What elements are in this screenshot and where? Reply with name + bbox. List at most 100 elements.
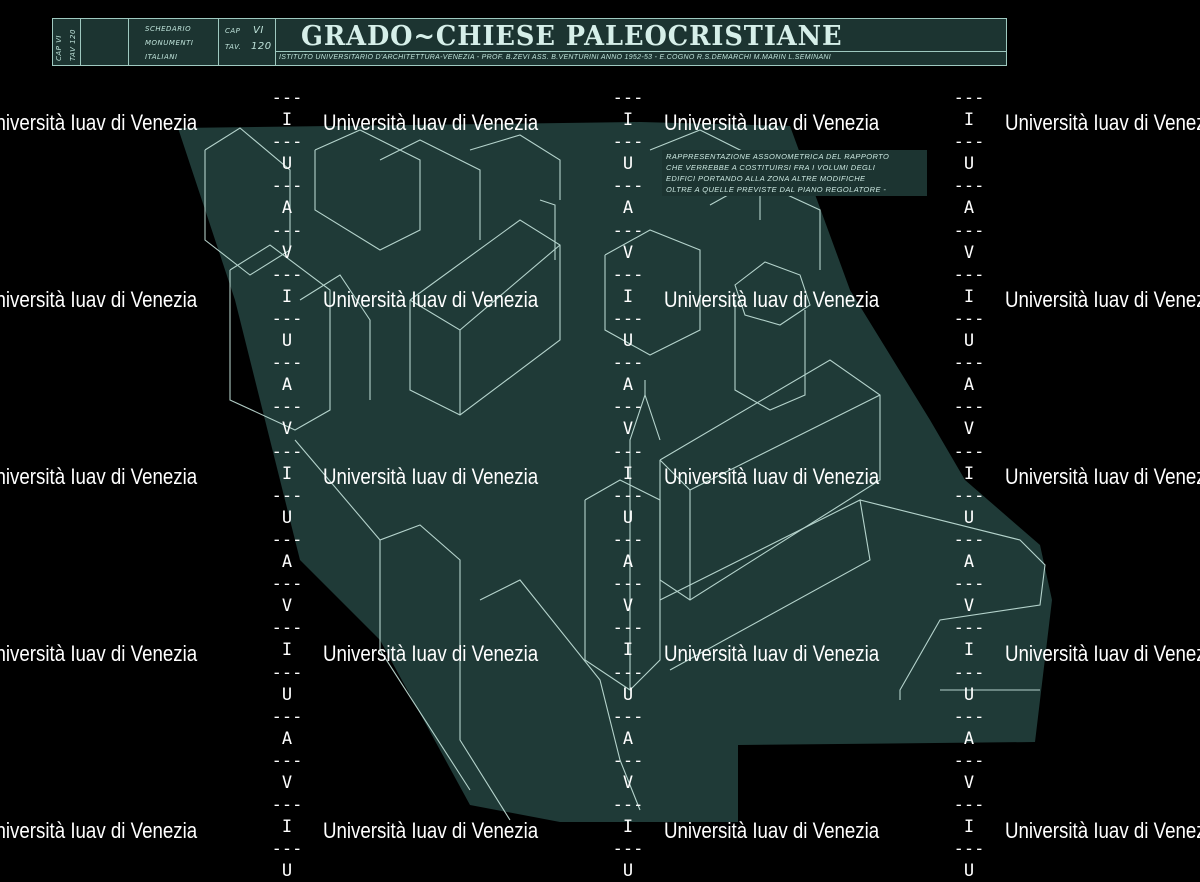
watermark-letter: ---	[612, 795, 644, 816]
note-line: RAPPRESENTAZIONE ASSONOMETRICA DEL RAPPO…	[666, 152, 890, 161]
watermark-text: Università Iuav di Venezia	[323, 464, 539, 489]
watermark-letter: ---	[612, 132, 644, 153]
watermark-letter: A	[281, 552, 293, 572]
drawing-note: RAPPRESENTAZIONE ASSONOMETRICA DEL RAPPO…	[662, 150, 927, 196]
watermark-letter: ---	[953, 441, 985, 462]
watermark-text: Università Iuav di Venezia	[1005, 110, 1200, 135]
watermark-letter: ---	[953, 750, 985, 771]
watermark-letter: I	[622, 817, 634, 838]
watermark-letter: ---	[953, 132, 985, 153]
watermark-letter: I	[622, 463, 634, 484]
watermark-letter: ---	[953, 353, 985, 374]
watermark-letter: ---	[271, 132, 303, 153]
watermark-letter: A	[963, 198, 975, 219]
watermark-letter: V	[622, 419, 634, 440]
watermark-letter: U	[622, 331, 634, 351]
watermark-text: Università Iuav di Venezia	[323, 641, 539, 666]
watermark-letter: ---	[271, 441, 303, 462]
watermark-letter: ---	[271, 618, 303, 639]
watermark-letter: V	[963, 773, 975, 793]
watermark-letter: I	[963, 286, 975, 307]
watermark-letter: ---	[953, 618, 985, 639]
watermark-letter: I	[281, 286, 293, 307]
watermark-letter: A	[963, 375, 975, 396]
watermark-letter: U	[622, 684, 634, 705]
watermark-text: Università Iuav di Venezia	[664, 464, 880, 489]
watermark-text: Università Iuav di Venezia	[323, 287, 539, 312]
watermark-letter: V	[963, 242, 975, 263]
drawing-title: GRADO~CHIESE PALEOCRISTIANE	[301, 21, 843, 52]
watermark-letter: ---	[271, 485, 303, 506]
watermark-letter: ---	[612, 574, 644, 595]
watermark-letter: ---	[953, 529, 985, 550]
watermark-letter: A	[963, 552, 975, 572]
schedario-line-1: SCHEDARIO	[145, 25, 192, 33]
watermark-letter: ---	[271, 264, 303, 285]
watermark-letter: ---	[271, 529, 303, 550]
watermark-letter: ---	[953, 706, 985, 727]
watermark-letter: U	[963, 684, 975, 705]
watermark-letter: V	[281, 773, 293, 793]
watermark-letter: ---	[271, 87, 303, 108]
watermark-letter: ---	[953, 220, 985, 241]
watermark-letter: I	[963, 817, 975, 838]
watermark-letter: A	[622, 198, 634, 219]
watermark-text: Università Iuav di Venezia	[1005, 287, 1200, 312]
watermark-text: Università Iuav di Venezia	[1005, 641, 1200, 666]
watermark-letter: ---	[612, 264, 644, 285]
watermark-text: Università Iuav di Venezia	[323, 818, 539, 843]
watermark-text: Università Iuav di Venezia	[0, 287, 198, 312]
watermark-text: Università Iuav di Venezia	[1005, 464, 1200, 489]
watermark-text: Università Iuav di Venezia	[323, 110, 539, 135]
watermark-letter: ---	[612, 750, 644, 771]
drawing-plate	[178, 122, 1052, 822]
watermark-letter: U	[281, 861, 293, 882]
note-line: EDIFICI PORTANDO ALLA ZONA ALTRE MODIFIC…	[666, 174, 866, 183]
watermark-letter: ---	[271, 308, 303, 329]
watermark-letter: A	[622, 552, 634, 572]
watermark-letter: A	[281, 375, 293, 396]
watermark-letter: V	[963, 596, 975, 617]
watermark-text: Università Iuav di Venezia	[0, 818, 198, 843]
watermark-letter: I	[622, 110, 634, 130]
watermark-letter: ---	[612, 662, 644, 683]
watermark-letter: V	[281, 596, 293, 617]
watermark-letter: ---	[953, 662, 985, 683]
watermark-text: Università Iuav di Venezia	[664, 287, 880, 312]
watermark-letter: ---	[271, 353, 303, 374]
watermark-letter: U	[622, 154, 634, 175]
watermark-letter: ---	[612, 706, 644, 727]
watermark-letter: ---	[953, 839, 985, 860]
watermark-letter: ---	[612, 485, 644, 506]
watermark-letter: U	[622, 861, 634, 882]
watermark-letter: ---	[271, 795, 303, 816]
watermark-letter: I	[963, 640, 975, 661]
watermark-letter: A	[622, 728, 634, 749]
watermark-letter: ---	[953, 176, 985, 197]
watermark-letter: ---	[612, 220, 644, 241]
watermark-letter: ---	[612, 397, 644, 418]
watermark-text: Università Iuav di Venezia	[664, 110, 880, 135]
watermark-letter: V	[281, 242, 293, 263]
watermark-letter: A	[963, 728, 975, 749]
schedario-line-3: ITALIANI	[145, 53, 178, 61]
watermark-letter: I	[281, 110, 293, 130]
watermark-letter: ---	[271, 574, 303, 595]
watermark-letter: U	[281, 507, 293, 528]
watermark-letter: U	[963, 154, 975, 175]
watermark-letter: I	[281, 640, 293, 661]
watermark-letter: V	[281, 419, 293, 440]
cap-value: VI	[253, 25, 264, 36]
tav-value: 120	[251, 41, 272, 52]
watermark-letter: ---	[612, 839, 644, 860]
watermark-letter: ---	[953, 308, 985, 329]
side-cap: CAP VI	[55, 35, 63, 61]
watermark-letter: V	[622, 242, 634, 263]
watermark-letter: I	[963, 463, 975, 484]
watermark-letter: ---	[271, 662, 303, 683]
watermark-letter: U	[281, 684, 293, 705]
watermark-letter: I	[281, 463, 293, 484]
watermark-letter: I	[622, 640, 634, 661]
watermark-letter: ---	[271, 706, 303, 727]
